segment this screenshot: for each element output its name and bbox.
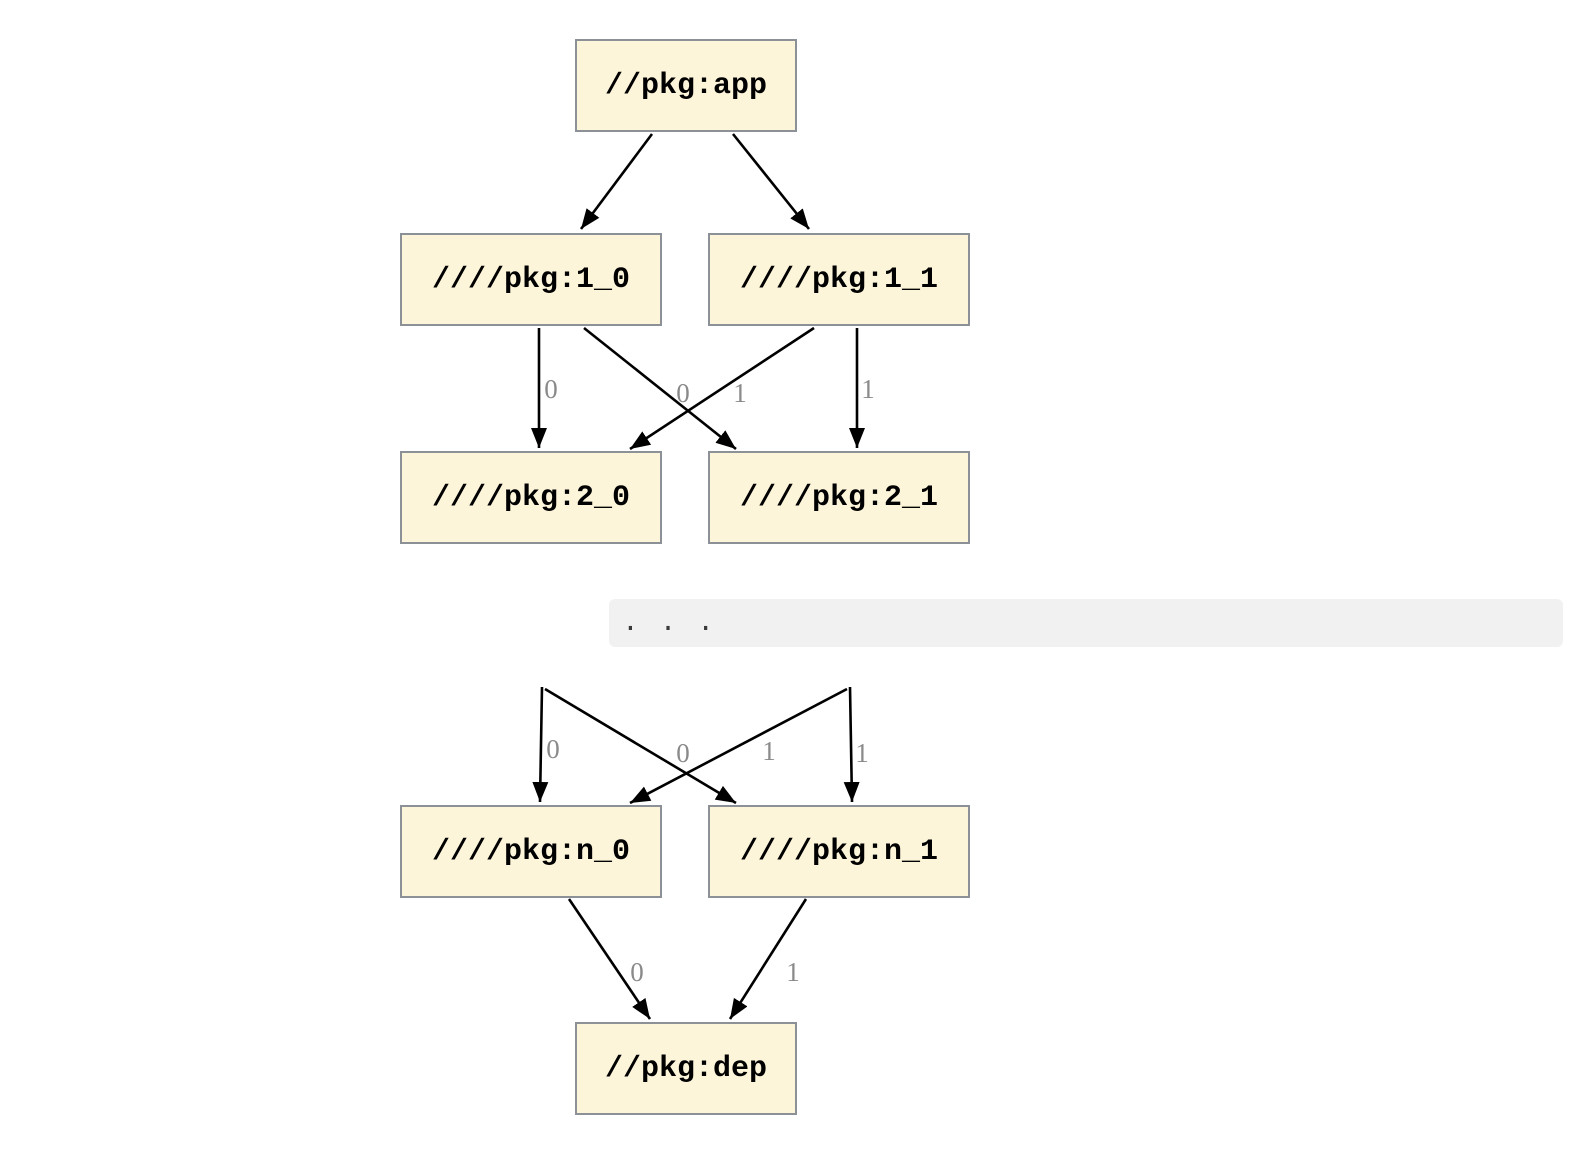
node-label: ////pkg:n_1 [739,834,939,869]
edge-1_1-to-2_0 [629,326,815,451]
edge-label: 0 [676,738,690,768]
graph-node-1_0: ////pkg:1_0 [400,233,662,326]
edge-label: 0 [630,957,644,987]
edge-app-to-1_1 [731,133,811,230]
graph-node-n_1: ////pkg:n_1 [708,805,970,898]
edge-label: 1 [786,957,800,987]
graph-node-2_1: ////pkg:2_1 [708,451,970,544]
graph-node-n_0: ////pkg:n_0 [400,805,662,898]
edge-label: 1 [861,374,875,404]
graph-node-dep: //pkg:dep [575,1022,797,1115]
edge-hidden-to-n_1-vertical [843,686,860,803]
node-label: //pkg:app [604,68,768,103]
edge-label: 0 [544,374,558,404]
node-label: ////pkg:n_0 [431,834,631,869]
edge-hidden-to-n_0-diagonal [629,687,848,805]
graph-node-2_0: ////pkg:2_0 [400,451,662,544]
edge-label: 0 [676,378,690,408]
ellipsis-dots: . . . [622,607,717,639]
edge-label: 1 [855,738,869,768]
node-label: ////pkg:1_0 [431,262,631,297]
graph-node-1_1: ////pkg:1_1 [708,233,970,326]
node-label: ////pkg:2_1 [739,480,939,515]
edge-label: 0 [546,734,560,764]
node-label: //pkg:dep [604,1051,768,1086]
edge-n_1-to-dep [728,898,808,1020]
edge-hidden-to-n_1-diagonal [544,687,737,805]
edge-n_0-to-dep [567,898,652,1020]
ellipsis-band: . . . [609,599,1563,647]
node-label: ////pkg:2_0 [431,480,631,515]
edge-hidden-to-n_0-vertical [532,686,549,803]
edge-app-to-1_0 [579,133,654,230]
edge-1_0-to-2_1 [583,326,737,451]
graph-node-app: //pkg:app [575,39,797,132]
node-label: ////pkg:1_1 [739,262,939,297]
edge-label: 1 [762,736,776,766]
edge-label: 1 [733,378,747,408]
